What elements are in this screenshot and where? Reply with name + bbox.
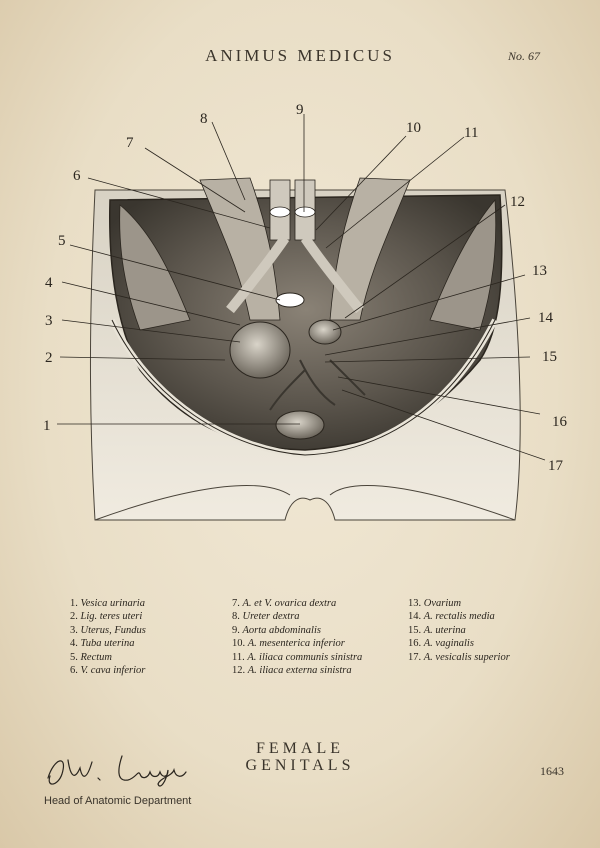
- legend-item: 5. Rectum: [70, 651, 112, 663]
- legend-item: 1. Vesica urinaria: [70, 598, 145, 609]
- legend-item: 10. A. mesenterica inferior: [232, 638, 345, 650]
- legend-item: 14. A. rectalis media: [408, 611, 495, 623]
- label-5: 5: [58, 233, 66, 249]
- footer-title-line-2: GENITALS: [245, 757, 355, 774]
- label-7: 7: [126, 135, 134, 151]
- legend-item: 7. A. et V. ovarica dextra: [232, 598, 337, 609]
- legend-item: 11. A. iliaca communis sinistra: [232, 651, 363, 663]
- footer-title-line-1: FEMALE: [256, 740, 344, 757]
- label-11: 11: [464, 125, 478, 141]
- plate-number: No. 67: [508, 49, 541, 63]
- label-3: 3: [45, 313, 53, 329]
- legend-item: 17. A. vesicalis superior: [408, 651, 510, 663]
- footer-title: FEMALE GENITALS: [220, 740, 380, 774]
- label-8: 8: [200, 111, 208, 127]
- legend-item: 2. Lig. teres uteri: [70, 611, 143, 623]
- label-1: 1: [43, 418, 51, 434]
- signature-icon: [47, 755, 187, 787]
- legend-item: 6. V. cava inferior: [70, 665, 146, 677]
- legend-item: 12. A. iliaca externa sinistra: [232, 665, 352, 677]
- legend-column-2: 7. A. et V. ovarica dextra 8. Ureter dex…: [232, 597, 362, 677]
- label-15: 15: [542, 349, 557, 365]
- legend-item: 13. Ovarium: [408, 598, 462, 609]
- figure-labels: 1 2 3 4 5 6 7 8 9 10 11 12 13 14 15 16 1…: [43, 102, 568, 474]
- legend-item: 4. Tuba uterina: [70, 638, 135, 650]
- label-9: 9: [296, 102, 304, 118]
- label-12: 12: [510, 194, 525, 210]
- label-16: 16: [552, 414, 568, 430]
- label-2: 2: [45, 350, 53, 366]
- legend-column-3: 13. Ovarium 14. A. rectalis media 15. A.…: [408, 597, 510, 664]
- label-10: 10: [406, 120, 421, 136]
- plate-year: 1643: [540, 764, 564, 778]
- signature-caption: Head of Anatomic Department: [44, 795, 192, 807]
- legend-column-1: 1. Vesica urinaria 2. Lig. teres uteri 3…: [70, 597, 146, 677]
- legend-item: 9. Aorta abdominalis: [232, 624, 321, 636]
- legend-item: 16. A. vaginalis: [408, 638, 474, 650]
- torso-drawing: [89, 177, 521, 521]
- legend-item: 15. A. uterina: [408, 624, 466, 636]
- plate-title: ANIMUS MEDICUS: [205, 46, 395, 65]
- label-14: 14: [538, 310, 554, 326]
- legend-item: 8. Ureter dextra: [232, 611, 300, 623]
- label-13: 13: [532, 263, 547, 279]
- legend-item: 3. Uterus, Fundus: [70, 624, 146, 636]
- label-6: 6: [73, 168, 81, 184]
- leader-lines: [57, 114, 546, 461]
- label-17: 17: [548, 458, 564, 474]
- label-4: 4: [45, 275, 53, 291]
